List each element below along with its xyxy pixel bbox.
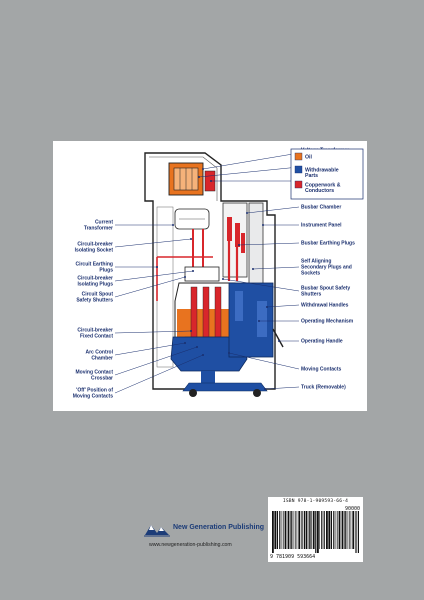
barcode-addon: 90000 bbox=[344, 506, 360, 512]
barcode-bar bbox=[298, 511, 301, 549]
diagram-label: Busbar Earthing Plugs bbox=[301, 241, 355, 247]
publisher-logo-icon bbox=[144, 525, 170, 537]
barcode-bar bbox=[355, 511, 357, 553]
barcode-bar bbox=[283, 511, 284, 549]
barcode-bar bbox=[284, 511, 287, 549]
barcode-bar bbox=[303, 511, 305, 549]
barcode-bar bbox=[291, 511, 293, 549]
publisher-url: www.newgeneration-publishing.com bbox=[149, 542, 232, 548]
barcode-bar bbox=[295, 511, 296, 549]
barcode-bar bbox=[290, 511, 291, 549]
diagram-label: Operating Mechanism bbox=[301, 319, 354, 325]
barcode-bar bbox=[349, 511, 350, 549]
legend-swatch bbox=[294, 165, 303, 174]
diagram-label: Moving Contacts bbox=[301, 367, 341, 373]
barcode-bar bbox=[321, 511, 323, 549]
barcode-bar bbox=[279, 511, 281, 549]
barcode-bar bbox=[305, 511, 308, 549]
withdrawable-truck bbox=[170, 282, 284, 397]
barcode-bar bbox=[344, 511, 345, 549]
barcode-bar bbox=[330, 511, 332, 549]
legend-swatch bbox=[294, 180, 303, 189]
barcode-bar bbox=[308, 511, 310, 549]
leader-lines bbox=[114, 152, 300, 394]
barcode-digits: 9 781909 593664 bbox=[270, 554, 316, 560]
voltage-transformer bbox=[168, 162, 216, 196]
diagram-label: Truck (Removable) bbox=[301, 385, 346, 391]
barcode-bar bbox=[317, 511, 319, 553]
barcode-bar bbox=[296, 511, 298, 549]
barcode-bar bbox=[310, 511, 312, 549]
barcode-bar bbox=[287, 511, 290, 549]
barcode-bar bbox=[281, 511, 283, 549]
barcode-bar bbox=[312, 511, 315, 549]
barcode-bar bbox=[335, 511, 337, 549]
barcode-bar bbox=[293, 511, 295, 549]
barcode-bar bbox=[301, 511, 303, 549]
barcode-bar bbox=[276, 511, 278, 549]
barcode-bar bbox=[272, 511, 274, 553]
barcode-bar bbox=[350, 511, 352, 549]
legend-label: Oil bbox=[305, 155, 312, 161]
barcode-bar bbox=[319, 511, 320, 549]
barcode-bar bbox=[333, 511, 335, 549]
barcode-bar bbox=[338, 511, 341, 549]
barcode-bar bbox=[357, 511, 359, 553]
barcode-box: ISBN 978-1-909593-66-4 90000 9 781909 59… bbox=[268, 497, 363, 562]
barcode-bar bbox=[328, 511, 331, 549]
diagram-label: Withdrawal Handles bbox=[301, 303, 349, 309]
legend-swatch bbox=[294, 152, 303, 161]
publisher-name: New Generation Publishing bbox=[173, 524, 265, 531]
isbn-text: ISBN 978-1-909593-66-4 bbox=[282, 499, 349, 504]
barcode-bar bbox=[347, 511, 349, 549]
diagram-label: Instrument Panel bbox=[301, 223, 342, 229]
busbar-chamber bbox=[222, 202, 248, 281]
barcode-bar bbox=[352, 511, 355, 549]
barcode-bar bbox=[337, 511, 338, 549]
diagram-label: Operating Handle bbox=[301, 339, 343, 345]
barcode-bars bbox=[272, 511, 359, 553]
barcode-bar bbox=[274, 511, 277, 549]
diagram-label: Busbar Chamber bbox=[301, 205, 341, 211]
barcode-bar bbox=[323, 511, 325, 549]
barcode-bar bbox=[315, 511, 317, 553]
barcode-bar bbox=[326, 511, 328, 549]
barcode-bar bbox=[341, 511, 344, 549]
barcode-bar bbox=[345, 511, 347, 549]
legend-label: Copperwork &Conductors bbox=[305, 183, 341, 195]
